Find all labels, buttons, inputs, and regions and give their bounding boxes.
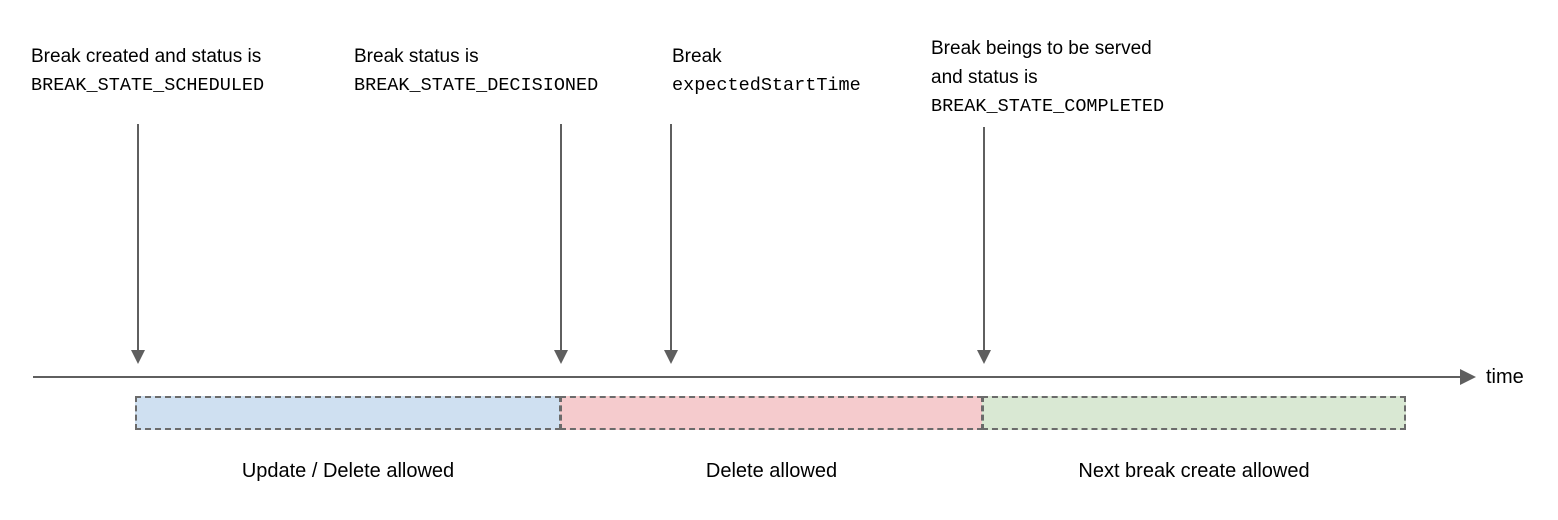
- event-annotation-expected-start: Break expectedStartTime: [672, 42, 861, 100]
- phase-caption-scheduled: Update / Delete allowed: [241, 460, 455, 482]
- arrow-shaft: [560, 124, 562, 351]
- phase-bar-completed: [982, 396, 1406, 430]
- time-axis-arrow-icon: [1460, 369, 1476, 385]
- event-annotation-completed-line1: Break beings to be served: [931, 38, 1152, 59]
- phase-bar-decisioned: [560, 396, 983, 430]
- phase-caption-decisioned: Delete allowed: [705, 460, 838, 482]
- arrow-head: [131, 350, 145, 364]
- event-annotation-created-line2: BREAK_STATE_SCHEDULED: [31, 75, 265, 96]
- event-annotation-expected-start-line2: expectedStartTime: [672, 75, 861, 96]
- arrow-shaft: [983, 127, 985, 351]
- arrow-head: [664, 350, 678, 364]
- event-pointer-arrow-created-icon: [130, 124, 146, 364]
- event-annotation-decisioned-line1: Break status is: [354, 46, 479, 67]
- event-annotation-decisioned: Break status is BREAK_STATE_DECISIONED: [354, 42, 598, 100]
- arrow-head: [977, 350, 991, 364]
- phase-bar-scheduled: [135, 396, 561, 430]
- arrow-shaft: [137, 124, 139, 351]
- phase-caption-completed: Next break create allowed: [1078, 460, 1310, 482]
- event-annotation-created: Break created and status is BREAK_STATE_…: [31, 42, 264, 100]
- event-annotation-decisioned-line2: BREAK_STATE_DECISIONED: [354, 75, 599, 96]
- time-axis-label: time: [1486, 366, 1524, 388]
- event-annotation-completed-line2: and status is: [931, 67, 1038, 88]
- event-annotation-completed-line3: BREAK_STATE_COMPLETED: [931, 96, 1165, 117]
- event-pointer-arrow-expected-start-icon: [663, 124, 679, 364]
- arrow-shaft: [670, 124, 672, 351]
- arrow-head: [554, 350, 568, 364]
- time-axis-line: [33, 376, 1467, 378]
- event-annotation-expected-start-line1: Break: [672, 46, 722, 67]
- event-pointer-arrow-decisioned-icon: [553, 124, 569, 364]
- event-pointer-arrow-completed-icon: [976, 127, 992, 364]
- event-annotation-created-line1: Break created and status is: [31, 46, 262, 67]
- event-annotation-completed: Break beings to be served and status is …: [931, 34, 1164, 121]
